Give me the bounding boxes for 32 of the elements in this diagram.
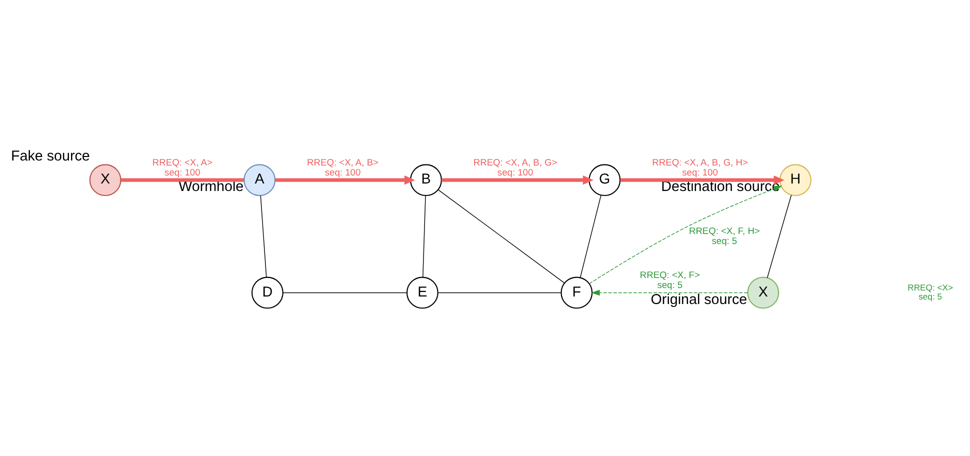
node-circle: X [747, 276, 780, 308]
connector [260, 194, 267, 278]
edge-label: RREQ: <X, F> seq: 5 [640, 269, 700, 290]
edge-label: RREQ: <X, A> seq: 100 [152, 156, 212, 177]
arrow [588, 185, 782, 284]
node-circle: D [251, 276, 284, 308]
edge-label: RREQ: <X, A, B, G, H> seq: 100 [652, 156, 748, 177]
node-circle: A [244, 164, 276, 196]
node-circle: H [779, 164, 812, 196]
node-label: Wormhole [178, 178, 244, 195]
edge-label: RREQ: <X, A, B> seq: 100 [307, 156, 378, 177]
node-circle: B [410, 164, 442, 196]
arrow [442, 174, 594, 184]
node-circle: F [560, 276, 593, 308]
connector [580, 194, 602, 278]
arrow [591, 289, 748, 296]
connector [120, 178, 244, 182]
arrow [275, 174, 415, 184]
edge-label: RREQ: <X, A, B, G> seq: 100 [473, 156, 558, 177]
connector [422, 194, 426, 278]
node-label: Original source [650, 291, 748, 308]
label: RREQ: <X> seq: 5 [908, 282, 954, 302]
connector [438, 188, 565, 283]
node-circle: G [588, 164, 621, 196]
connector [282, 292, 408, 293]
edge-label: RREQ: <X, F, H> seq: 5 [688, 225, 760, 246]
node-circle: E [406, 276, 438, 308]
connector [438, 292, 562, 293]
arrow [620, 174, 784, 184]
connector [766, 194, 792, 278]
node-circle: X [89, 164, 122, 196]
node-label: Fake source [11, 148, 90, 164]
